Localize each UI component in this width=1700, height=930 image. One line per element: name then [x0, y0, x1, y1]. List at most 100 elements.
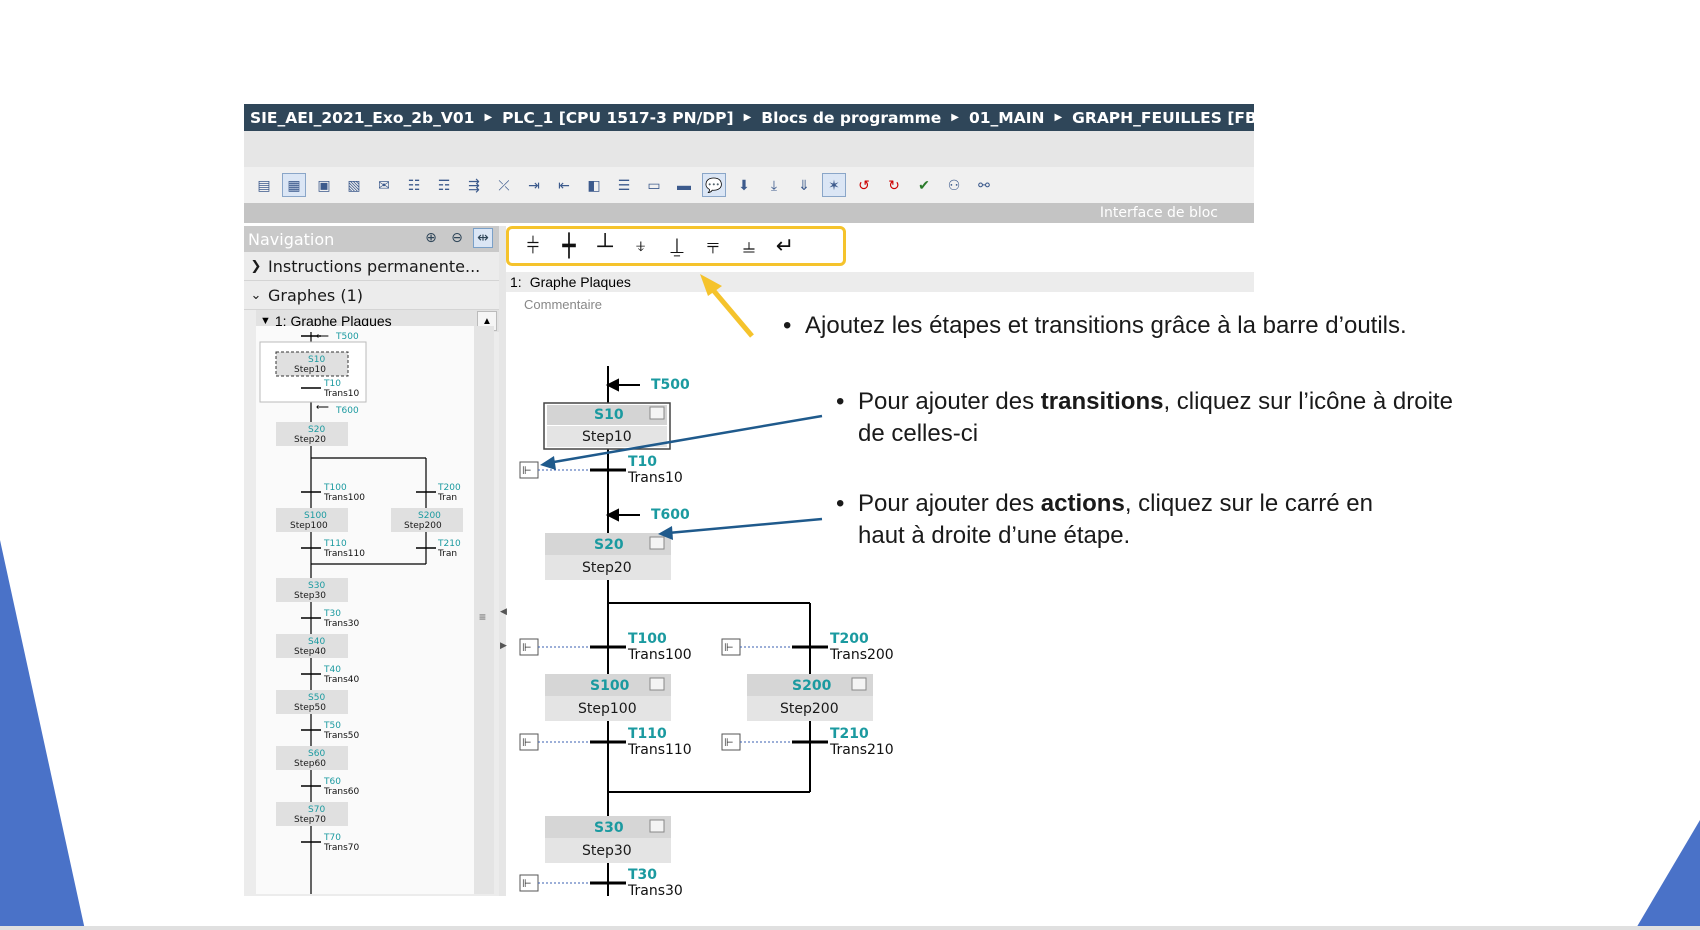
monitor-icon[interactable]: ◧: [587, 176, 601, 193]
breadcrumb-item-fb[interactable]: GRAPH_FEUILLES [FB1]: [1072, 108, 1275, 127]
mini-trans-name: Trans10: [323, 389, 360, 399]
step-name: Step20: [582, 560, 632, 576]
compare-icon[interactable]: ⚯: [978, 176, 990, 193]
nav-section-permanent[interactable]: ❯ Instructions permanente...: [244, 252, 499, 281]
sequencer-toolbar: ⫩ ┿ ┴ ⍖ ⍊ ⫧ ⫨ ↵: [506, 226, 846, 266]
action-square-icon[interactable]: [649, 406, 665, 420]
close-branch-icon[interactable]: ⫨: [742, 233, 756, 258]
mini-step-id: S50: [308, 693, 325, 703]
breadcrumb: SIE_AEI_2021_Exo_2b_V01▶ PLC_1 [CPU 1517…: [244, 104, 1275, 131]
branch-icon[interactable]: ⫧: [706, 233, 720, 258]
fit-icon[interactable]: ⇹: [473, 228, 493, 248]
list-icon[interactable]: ☰: [617, 176, 631, 193]
delete-network-icon[interactable]: ☶: [437, 176, 451, 193]
step-s-icon[interactable]: ⍊: [670, 233, 684, 258]
check-icon[interactable]: ✔: [918, 176, 930, 193]
window2-icon[interactable]: ▬: [677, 177, 691, 193]
mini-step-name: Step30: [294, 591, 326, 601]
action-square-icon[interactable]: [649, 536, 665, 550]
mini-trans-name: Trans30: [323, 619, 360, 629]
mini-step-id: S100: [304, 511, 327, 521]
step-transition-icon[interactable]: ⫩: [526, 233, 540, 258]
annotation-transitions-pre: Pour ajouter des: [858, 388, 1041, 415]
action-square-icon[interactable]: [649, 677, 665, 691]
annotation-transitions-post: , cliquez sur l’icône à droite: [1163, 388, 1453, 415]
step-id: S30: [594, 820, 624, 836]
zoom-in-icon[interactable]: ⊕: [425, 230, 437, 246]
step-id: S20: [594, 537, 624, 553]
step-name: Step30: [582, 843, 632, 859]
step-name: Step200: [780, 701, 839, 717]
trans-id: T110: [628, 726, 667, 742]
mini-graph-overview[interactable]: S10 Step10 S20 Step20 S100 Step100 S200 …: [256, 326, 478, 894]
trans-id: T200: [830, 631, 869, 647]
nav-section-label: Instructions permanente...: [268, 256, 481, 276]
mini-step-id: S30: [308, 581, 325, 591]
comment-icon[interactable]: 💬: [702, 173, 726, 197]
star-icon[interactable]: ✶: [822, 173, 846, 197]
return-icon[interactable]: ↵: [775, 233, 795, 258]
jump-icon[interactable]: ┴: [597, 233, 613, 258]
nav-section-graphs[interactable]: ⌄ Graphes (1): [244, 281, 499, 310]
mini-trans-id: T100: [323, 483, 347, 493]
refresh-icon[interactable]: ↺: [858, 176, 870, 193]
block-icon[interactable]: ▤: [257, 176, 271, 193]
download2-icon[interactable]: ⤓: [770, 176, 778, 193]
annotation-actions: • Pour ajouter des actions, cliquez sur …: [836, 488, 1373, 552]
action-square-icon[interactable]: [649, 819, 665, 833]
nav-section-label: Graphes (1): [268, 285, 364, 305]
breadcrumb-item-blocks[interactable]: Blocs de programme: [761, 108, 942, 127]
action-square-icon[interactable]: [851, 677, 867, 691]
graph-comment[interactable]: Commentaire: [524, 297, 603, 312]
block3-icon[interactable]: ▧: [347, 176, 361, 193]
window-icon[interactable]: ▭: [647, 176, 661, 193]
mini-step-name: Step100: [290, 521, 328, 531]
mini-step-id: S10: [308, 355, 325, 365]
step-id: S100: [590, 678, 630, 694]
step-icon[interactable]: ⍖: [634, 233, 648, 258]
block-interface-bar[interactable]: Interface de bloc: [244, 203, 1254, 223]
annotation-actions-bold: actions: [1040, 490, 1125, 517]
annotation-transitions: • Pour ajouter des transitions, cliquez …: [836, 386, 1453, 450]
chevron-right-icon: ❯: [250, 258, 262, 274]
trans-name: Trans200: [829, 647, 894, 663]
annotation-actions-post: , cliquez sur le carré en: [1124, 490, 1373, 517]
outdent-icon[interactable]: ⇤: [558, 176, 570, 193]
mini-step-name: Step10: [294, 365, 326, 375]
svg-text:⟵: ⟵: [316, 331, 329, 341]
zoom-out-icon[interactable]: ⊖: [451, 230, 463, 246]
mini-graph-scrollbar[interactable]: ≡: [474, 326, 494, 894]
trans-name: Trans110: [627, 742, 692, 758]
expand-right-icon[interactable]: ▶: [500, 640, 507, 650]
breadcrumb-item-project[interactable]: SIE_AEI_2021_Exo_2b_V01: [250, 108, 475, 127]
download3-icon[interactable]: ⇓: [798, 176, 810, 193]
step-name: Step100: [578, 701, 637, 717]
refresh-x-icon[interactable]: ↻: [888, 176, 900, 193]
annotation-toolbar-text: Ajoutez les étapes et transitions grâce …: [805, 312, 1407, 339]
mini-step-id: S40: [308, 637, 325, 647]
block-active-icon[interactable]: ▦: [282, 173, 306, 197]
collapse-left-icon[interactable]: ◀: [500, 606, 507, 616]
add-network-icon[interactable]: ☷: [407, 176, 421, 193]
annotation-transitions-line2: de celles-ci: [858, 420, 979, 447]
breadcrumb-item-plc[interactable]: PLC_1 [CPU 1517-3 PN/DP]: [502, 108, 734, 127]
bullet-dot: •: [836, 388, 845, 415]
annotation-actions-line2: haut à droite d’une étape.: [858, 522, 1131, 549]
glasses-icon[interactable]: ⚇: [947, 176, 961, 193]
mini-trans-id: T200: [437, 483, 461, 493]
trans-id: T10: [628, 454, 657, 470]
transition-icon[interactable]: ┿: [562, 233, 576, 258]
delete-icon[interactable]: ⤫: [498, 176, 510, 193]
block2-icon[interactable]: ▣: [317, 176, 331, 193]
indent-icon[interactable]: ⇥: [528, 176, 540, 193]
trans-name: Trans100: [627, 647, 692, 663]
mini-trans-id: T600: [335, 406, 359, 416]
mini-trans-name: Trans110: [323, 549, 365, 559]
mini-trans-id: T60: [323, 777, 341, 787]
download-icon[interactable]: ⬇: [738, 176, 750, 193]
panel-splitter[interactable]: ◀ ▶: [499, 226, 507, 896]
breadcrumb-item-main[interactable]: 01_MAIN: [968, 108, 1045, 127]
annotation-arrows: [540, 274, 823, 540]
insert-icon[interactable]: ⇶: [468, 176, 480, 193]
mail-icon[interactable]: ✉: [378, 176, 390, 193]
